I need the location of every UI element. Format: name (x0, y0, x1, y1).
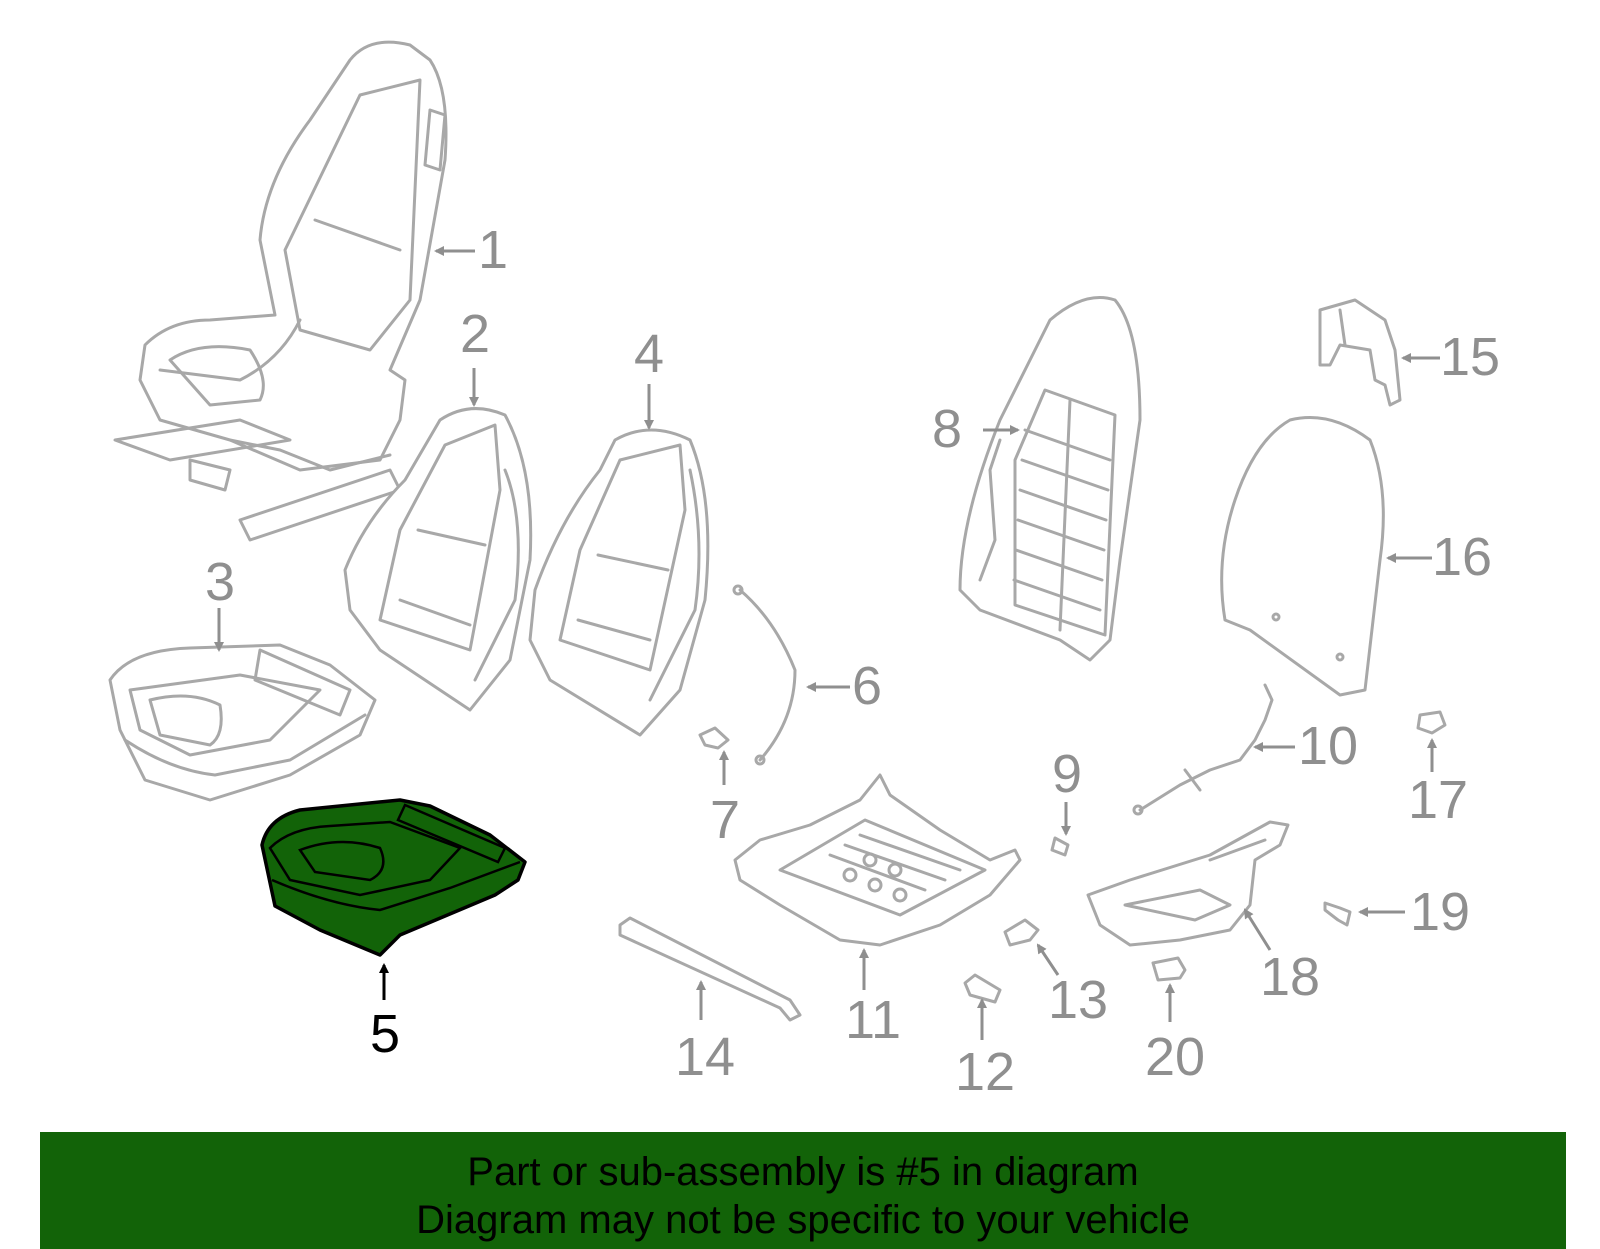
callout-13: 13 (1048, 970, 1108, 1030)
part-2-backrest-cover[interactable] (343, 407, 533, 712)
callout-3: 3 (205, 552, 235, 612)
part-11-seat-frame[interactable] (733, 773, 1022, 947)
part-19-screw[interactable] (1323, 901, 1352, 927)
callout-14: 14 (675, 1027, 735, 1087)
callout-6: 6 (852, 656, 882, 716)
part-18-side-trim[interactable] (1086, 820, 1290, 947)
part-8-backrest-frame[interactable] (958, 296, 1142, 662)
callout-18: 18 (1260, 947, 1320, 1007)
banner-line-2: Diagram may not be specific to your vehi… (416, 1198, 1190, 1242)
part-16-back-panel[interactable] (1220, 416, 1385, 697)
callout-11: 11 (845, 990, 901, 1050)
part-12-knob[interactable] (963, 973, 1002, 1004)
part-3-cushion-cover[interactable] (108, 643, 377, 802)
callout-16: 16 (1432, 527, 1492, 587)
part-20-clip-cap[interactable] (1151, 956, 1187, 982)
part-17-bolt[interactable] (1416, 710, 1447, 735)
callout-15: 15 (1440, 327, 1500, 387)
part-10-cable[interactable] (1132, 683, 1274, 816)
callout-7: 7 (710, 790, 740, 850)
callout-2: 2 (460, 304, 490, 364)
banner-line-1: Part or sub-assembly is #5 in diagram (467, 1150, 1139, 1194)
part-13-cover[interactable] (1003, 918, 1040, 947)
info-banner: Part or sub-assembly is #5 in diagram Di… (40, 1132, 1566, 1249)
callout-19: 19 (1410, 882, 1470, 942)
part-14-rail[interactable] (618, 916, 802, 1022)
part-1-seat-assembly[interactable] (113, 40, 448, 542)
callout-5: 5 (370, 1004, 400, 1064)
callout-12: 12 (955, 1042, 1015, 1102)
callout-10: 10 (1298, 716, 1358, 776)
part-6-wire[interactable] (732, 584, 797, 766)
callout-1: 1 (478, 220, 508, 280)
callout-20: 20 (1145, 1027, 1205, 1087)
callout-9: 9 (1052, 744, 1082, 804)
callout-17: 17 (1408, 770, 1468, 830)
part-5-cushion-pad[interactable] (260, 798, 527, 957)
callout-4: 4 (634, 324, 664, 384)
callout-8: 8 (932, 399, 962, 459)
part-4-backrest-pad[interactable] (528, 428, 710, 737)
part-7-clip[interactable] (698, 726, 730, 750)
part-15-bracket[interactable] (1318, 298, 1402, 407)
part-9-fastener[interactable] (1050, 836, 1070, 857)
